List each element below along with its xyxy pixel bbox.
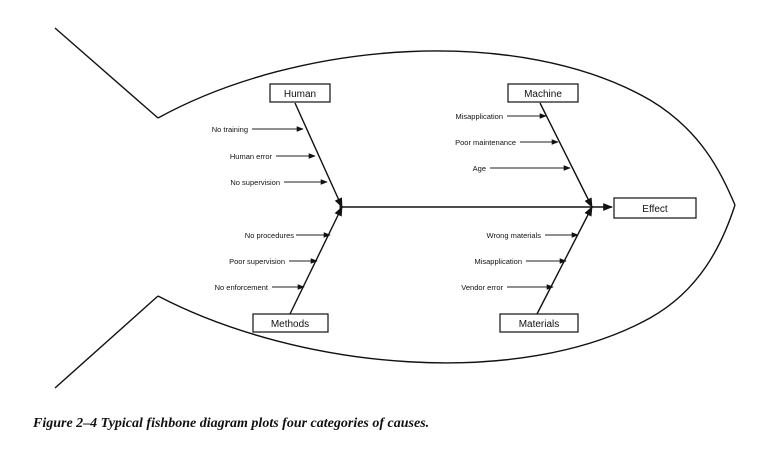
category-label-methods: Methods bbox=[271, 319, 309, 330]
cause-label-methods-3: No enforcement bbox=[215, 283, 269, 292]
bone-human bbox=[294, 102, 343, 208]
category-box-machine: Machine bbox=[507, 83, 579, 103]
figure-caption: Figure 2–4 Typical fishbone diagram plot… bbox=[33, 416, 430, 431]
cause-label-materials-1: Wrong materials bbox=[487, 231, 542, 240]
category-label-materials: Materials bbox=[519, 319, 560, 330]
fish-outline bbox=[54, 27, 736, 389]
cause-label-materials-2: Misapplication bbox=[474, 257, 522, 266]
cause-label-human-2: Human error bbox=[230, 152, 273, 161]
fish-tail-upper bbox=[54, 27, 159, 119]
fish-body-lower bbox=[157, 204, 736, 364]
category-label-machine: Machine bbox=[524, 89, 562, 100]
category-box-methods: Methods bbox=[252, 313, 329, 333]
cause-label-machine-1: Misapplication bbox=[455, 112, 503, 121]
fish-body-upper bbox=[157, 50, 736, 206]
cause-label-human-1: No training bbox=[212, 125, 248, 134]
effect-label: Effect bbox=[642, 204, 668, 215]
cause-label-methods-2: Poor supervision bbox=[229, 257, 285, 266]
category-box-materials: Materials bbox=[499, 313, 579, 333]
category-box-human: Human bbox=[269, 83, 331, 103]
effect-box: Effect bbox=[613, 197, 697, 219]
cause-label-methods-1: No procedures bbox=[245, 231, 294, 240]
cause-label-human-3: No supervision bbox=[230, 178, 280, 187]
bone-machine bbox=[539, 102, 593, 208]
category-label-human: Human bbox=[284, 89, 316, 100]
fish-tail-lower bbox=[54, 295, 159, 389]
cause-label-materials-3: Vendor error bbox=[461, 283, 503, 292]
cause-label-machine-2: Poor maintenance bbox=[455, 138, 516, 147]
cause-label-machine-3: Age bbox=[473, 164, 486, 173]
